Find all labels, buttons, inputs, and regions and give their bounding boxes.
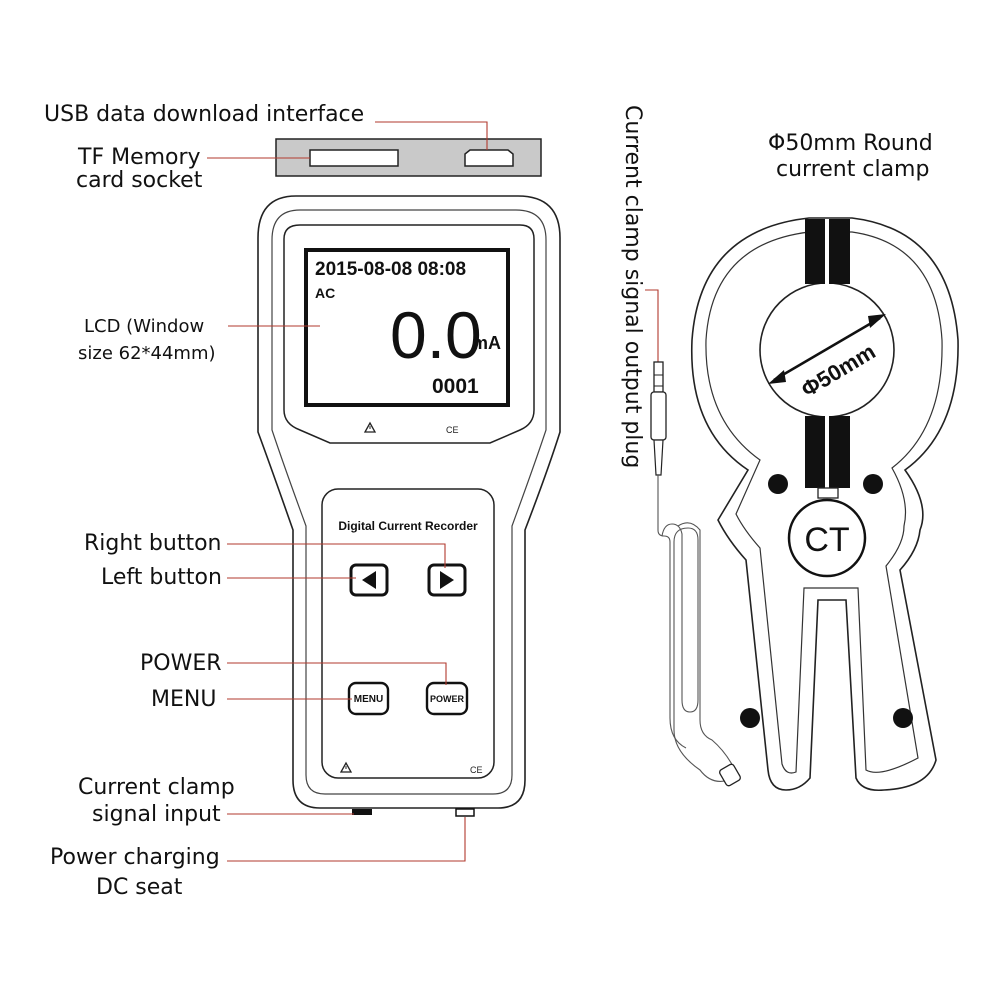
clamp-input-jack	[352, 809, 372, 815]
ct-badge	[787, 498, 867, 578]
device-body	[257, 195, 561, 809]
warning-icon	[339, 761, 353, 773]
round-current-clamp: CT Φ50mm	[690, 217, 959, 792]
lcd-screen	[304, 248, 510, 407]
plug-cable	[657, 475, 741, 782]
label-right-button: Right button	[84, 531, 222, 556]
signal-output-plug	[650, 361, 667, 476]
menu-key[interactable]: MENU	[347, 681, 390, 716]
usb-panel	[275, 138, 542, 177]
power-key[interactable]: POWER	[425, 681, 469, 716]
ct-label: CT	[804, 521, 849, 559]
label-menu: MENU	[151, 687, 217, 712]
label-round-clamp-1: Φ50mm Round	[768, 131, 933, 156]
lcd-reading: 0.0	[390, 298, 482, 372]
menu-key-label: MENU	[354, 694, 383, 705]
label-tf-socket-2: card socket	[76, 168, 203, 193]
lcd-counter: 0001	[432, 375, 479, 398]
label-tf-socket-1: TF Memory	[78, 145, 201, 170]
right-arrow-icon	[440, 571, 454, 589]
ce-mark-icon: CE	[446, 425, 459, 435]
lcd-datetime: 2015-08-08 08:08	[315, 259, 466, 280]
power-key-label: POWER	[430, 694, 465, 704]
usb-port	[464, 149, 514, 167]
leader-lines	[207, 121, 659, 862]
lcd-mode: AC	[315, 285, 335, 301]
ce-mark-icon: CE	[470, 765, 483, 775]
label-power: POWER	[140, 651, 222, 676]
label-round-clamp-2: current clamp	[776, 157, 930, 182]
label-output-plug: Current clamp signal output plug	[620, 105, 645, 469]
left-arrow-icon	[362, 571, 376, 589]
tf-card-slot	[309, 149, 399, 167]
label-left-button: Left button	[101, 565, 222, 590]
panel-title: Digital Current Recorder	[338, 519, 478, 533]
label-clamp-input-1: Current clamp	[78, 775, 235, 800]
label-dc-seat-1: Power charging	[50, 845, 220, 870]
label-usb-interface: USB data download interface	[44, 102, 365, 127]
dc-seat	[455, 808, 475, 817]
label-dc-seat-2: DC seat	[96, 875, 183, 900]
label-clamp-input-2: signal input	[92, 802, 221, 827]
left-button[interactable]	[349, 563, 389, 597]
label-lcd-2: size 62*44mm)	[78, 343, 216, 364]
lcd-unit: mA	[472, 333, 501, 353]
label-lcd-1: LCD (Window	[84, 316, 205, 337]
warning-icon	[363, 421, 377, 433]
right-button[interactable]	[427, 563, 467, 597]
